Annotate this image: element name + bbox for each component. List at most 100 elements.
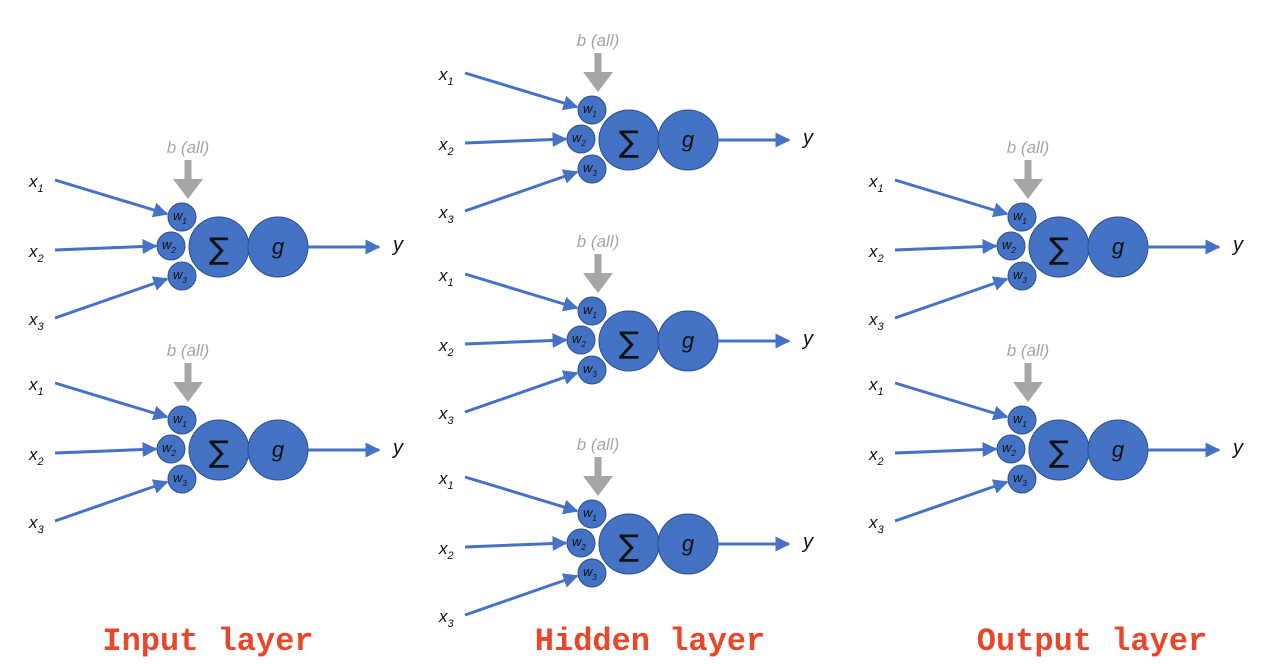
weight-node-w2 — [156, 434, 186, 464]
bias-label: b (all) — [577, 232, 620, 251]
input-label-x3: x3 — [868, 310, 885, 333]
bias-arrow-head — [583, 72, 613, 92]
bias-label: b (all) — [1007, 138, 1050, 157]
bias-arrow-head — [1013, 382, 1043, 402]
input-arrow-3 — [464, 169, 579, 213]
layer-title-input: Input layer — [102, 623, 313, 660]
bias-arrow-head — [583, 476, 613, 496]
weight-label-w2: w2 — [162, 440, 176, 458]
bias-label: b (all) — [167, 138, 210, 157]
bias-label: b (all) — [577, 435, 620, 454]
layer-title-output: Output layer — [977, 623, 1207, 660]
input-arrow-3 — [894, 276, 1009, 320]
input-label-x3: x3 — [438, 404, 455, 427]
weight-node-w3 — [1007, 464, 1037, 494]
input-label-x1: x1 — [28, 375, 44, 398]
sum-symbol: ∑ — [619, 326, 639, 361]
output-label-y: y — [391, 437, 404, 459]
output-label-y: y — [1231, 437, 1244, 459]
input-label-x3: x3 — [438, 607, 455, 630]
neurons-group: x1 x2 x3 b (all) ∑ g w1 w2 w3 y x1 x2 x3 b (all) ∑ g w1 w… — [28, 31, 1244, 630]
bias-label: b (all) — [577, 31, 620, 50]
weight-label-w2: w2 — [1002, 440, 1016, 458]
input-arrow-1 — [54, 178, 169, 218]
activation-label: g — [682, 328, 695, 353]
bias-label: b (all) — [1007, 341, 1050, 360]
weight-label-w1: w1 — [173, 208, 187, 226]
weight-node-w1 — [167, 405, 197, 435]
bias-arrow-head — [583, 273, 613, 293]
input-label-x3: x3 — [438, 203, 455, 226]
input-label-x1: x1 — [438, 65, 454, 88]
input-label-x1: x1 — [28, 172, 44, 195]
input-arrow-2 — [464, 536, 568, 552]
input-arrow-3 — [54, 479, 169, 523]
input-arrow-2 — [54, 442, 158, 458]
input-arrow-3 — [894, 479, 1009, 523]
sum-symbol: ∑ — [209, 232, 229, 267]
input-arrow-1 — [894, 178, 1009, 218]
weight-node-w2 — [996, 231, 1026, 261]
input-arrow-1 — [464, 272, 579, 312]
weight-node-w1 — [577, 95, 607, 125]
weight-node-w2 — [996, 434, 1026, 464]
weight-label-w2: w2 — [162, 237, 176, 255]
weight-label-w3: w3 — [173, 267, 187, 285]
input-label-x1: x1 — [868, 375, 884, 398]
input-arrow-2 — [894, 442, 998, 458]
input-arrow-1 — [464, 475, 579, 515]
layer-title-hidden: Hidden layer — [535, 623, 765, 660]
input-label-x1: x1 — [438, 266, 454, 289]
weight-label-w3: w3 — [173, 470, 187, 488]
output-label-y: y — [1231, 234, 1244, 256]
weight-label-w1: w1 — [1013, 208, 1027, 226]
input-label-x2: x2 — [28, 242, 44, 265]
weight-label-w1: w1 — [583, 101, 597, 119]
bias-label: b (all) — [167, 341, 210, 360]
input-label-x3: x3 — [28, 310, 45, 333]
input-label-x3: x3 — [28, 513, 45, 536]
weight-label-w2: w2 — [572, 130, 586, 148]
weight-label-w3: w3 — [583, 160, 597, 178]
activation-label: g — [272, 437, 285, 462]
activation-label: g — [272, 234, 285, 259]
weight-node-w3 — [167, 464, 197, 494]
sum-symbol: ∑ — [1049, 435, 1069, 470]
input-arrow-1 — [54, 381, 169, 421]
activation-label: g — [1112, 437, 1125, 462]
input-label-x1: x1 — [868, 172, 884, 195]
weight-node-w2 — [566, 124, 596, 154]
input-arrow-1 — [894, 381, 1009, 421]
weight-node-w1 — [577, 296, 607, 326]
input-arrow-3 — [464, 370, 579, 414]
weight-label-w3: w3 — [583, 564, 597, 582]
weight-label-w3: w3 — [1013, 470, 1027, 488]
weight-node-w3 — [577, 558, 607, 588]
weight-node-w1 — [577, 499, 607, 529]
input-arrow-1 — [464, 71, 579, 111]
output-label-y: y — [801, 531, 814, 553]
weight-label-w3: w3 — [1013, 267, 1027, 285]
weight-node-w3 — [1007, 261, 1037, 291]
weight-node-w2 — [566, 528, 596, 558]
weight-node-w3 — [577, 154, 607, 184]
weight-node-w1 — [1007, 202, 1037, 232]
weight-label-w2: w2 — [572, 331, 586, 349]
weight-node-w2 — [566, 325, 596, 355]
activation-label: g — [1112, 234, 1125, 259]
input-label-x2: x2 — [438, 336, 454, 359]
weight-label-w1: w1 — [173, 411, 187, 429]
output-label-y: y — [801, 127, 814, 149]
sum-symbol: ∑ — [619, 529, 639, 564]
weight-node-w3 — [577, 355, 607, 385]
input-arrow-2 — [54, 239, 158, 255]
sum-symbol: ∑ — [209, 435, 229, 470]
